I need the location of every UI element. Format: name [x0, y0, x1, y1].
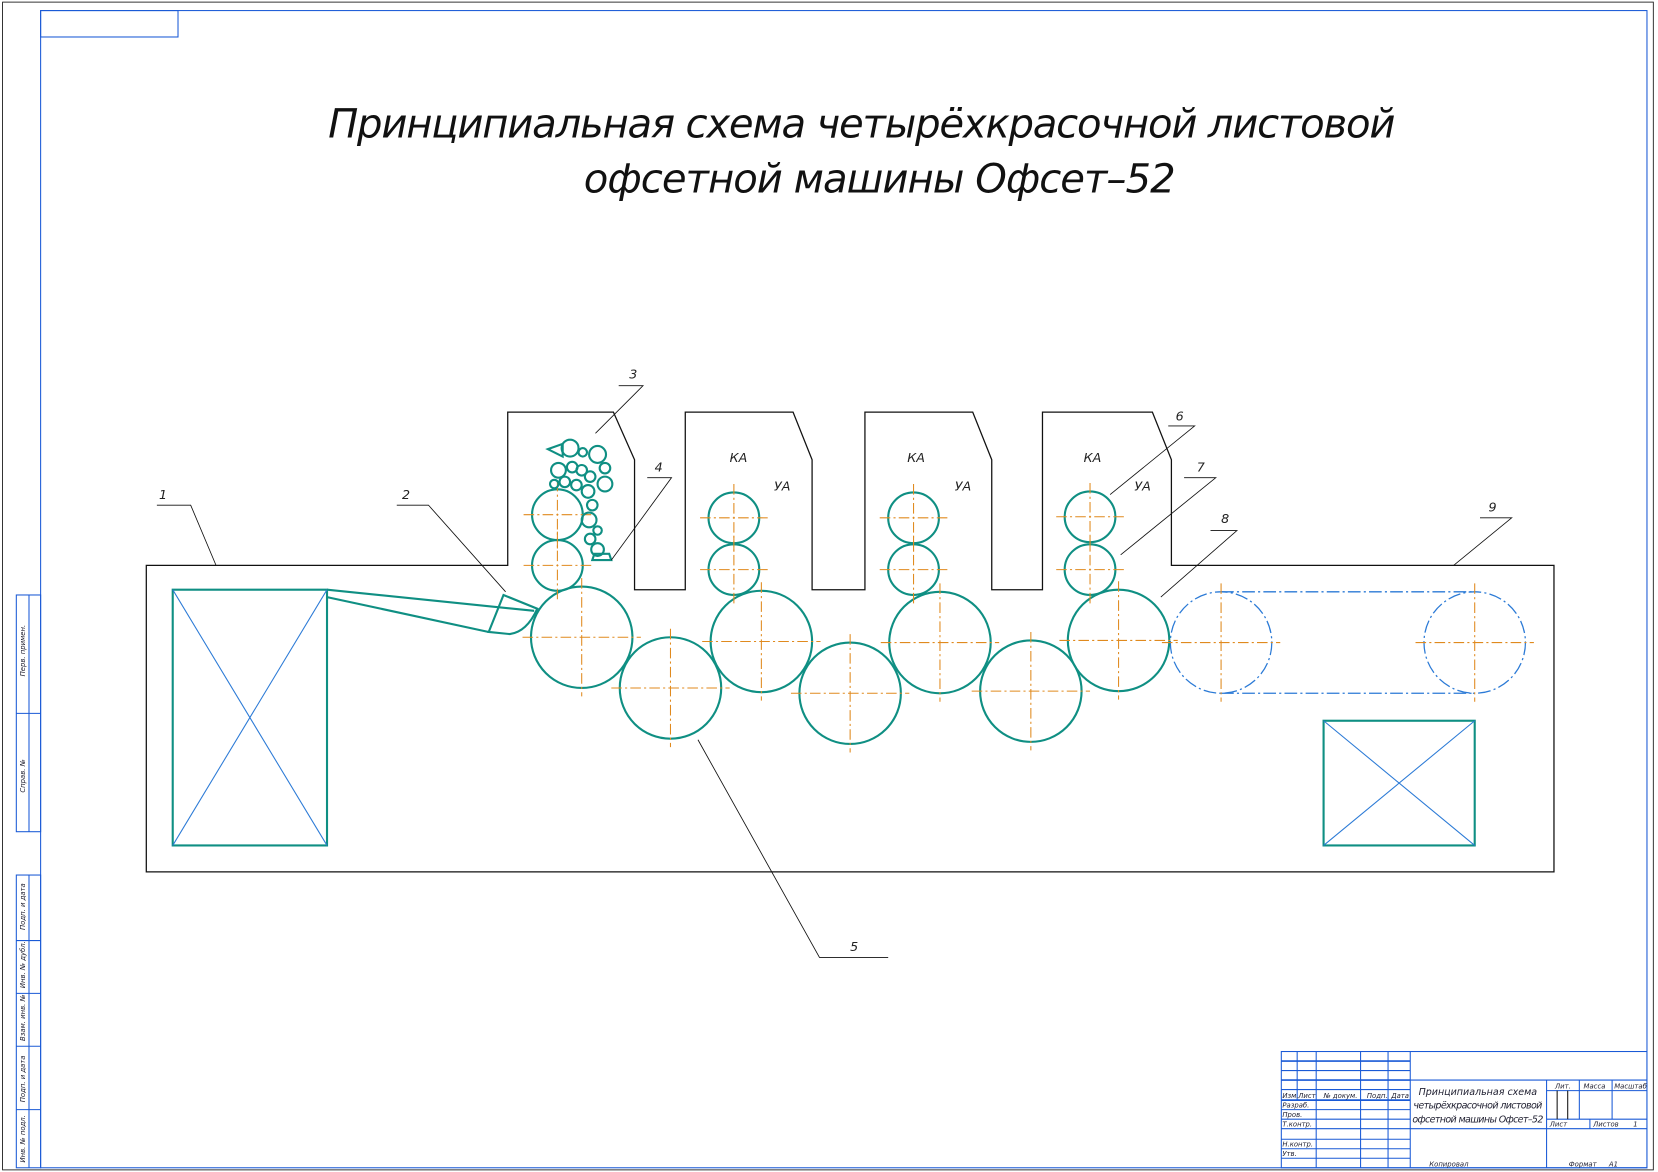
side-stamp: [15, 594, 42, 1169]
tb-header: Изм.: [1282, 1092, 1298, 1100]
callout-1: 1: [159, 487, 167, 502]
drawing-title-line1: Принципиальная схема четырёхкрасочной ли…: [328, 101, 1395, 147]
damp-label: УА: [955, 478, 971, 493]
tb-copied: Копировал: [1429, 1161, 1469, 1169]
machine-body-outline: [145, 411, 1555, 873]
stamp-label: Подп. и дата: [19, 883, 27, 930]
tb-role: Т.контр.: [1282, 1121, 1312, 1129]
ink-label: КА: [730, 450, 748, 465]
feeder-pile: [171, 588, 329, 847]
tb-name: Принципиальная схема: [1419, 1087, 1538, 1098]
tb-name: офсетной машины Офсет–52: [1412, 1114, 1543, 1125]
drawing-title-line2: офсетной машины Офсет–52: [584, 156, 1176, 202]
damp-label: УА: [1134, 478, 1150, 493]
stamp-label: Справ. №: [19, 759, 27, 792]
callout-6: 6: [1176, 409, 1184, 424]
callout-7: 7: [1197, 459, 1205, 474]
inner-frame: [40, 10, 1648, 1169]
title-block: [1280, 1050, 1648, 1169]
callout-8: 8: [1221, 511, 1229, 526]
stamp-label: Перв. примен.: [19, 625, 27, 677]
stamp-label: Инв. № дубл.: [19, 941, 27, 988]
tb-header: Лист: [1297, 1092, 1316, 1100]
tb-format-value: А1: [1608, 1161, 1618, 1169]
callout-3: 3: [629, 366, 637, 381]
stamp-label: Взам. инв. №: [19, 994, 27, 1041]
tb-sheets: Листов: [1592, 1121, 1619, 1129]
ink-label: КА: [907, 450, 925, 465]
callout-leaders: [156, 385, 1513, 958]
damp-label: УА: [774, 478, 790, 493]
callout-9: 9: [1488, 499, 1496, 514]
tb-format: Формат: [1569, 1161, 1598, 1169]
tb-role: Н.контр.: [1282, 1141, 1313, 1149]
tb-header: № докум.: [1323, 1092, 1358, 1100]
corner-box: [40, 10, 179, 38]
tb-role: Разраб.: [1282, 1102, 1309, 1110]
tb-role: Утв.: [1282, 1150, 1296, 1158]
tb-scale: Масштаб: [1614, 1083, 1647, 1091]
stamp-label: Подп. и дата: [19, 1056, 27, 1103]
callout-4: 4: [655, 459, 663, 474]
tb-name: четырёхкрасочной листовой: [1413, 1101, 1542, 1112]
tb-role: Пров.: [1282, 1111, 1302, 1119]
tb-mass: Масса: [1584, 1083, 1606, 1091]
callout-5: 5: [850, 939, 858, 954]
tb-lit: Лит.: [1554, 1083, 1571, 1091]
tb-header: Дата: [1390, 1092, 1409, 1100]
ink-label: КА: [1084, 450, 1102, 465]
tb-header: Подп.: [1367, 1092, 1388, 1100]
callout-2: 2: [402, 487, 410, 502]
tb-sheets-value: 1: [1633, 1121, 1637, 1129]
tb-sheet: Лист: [1549, 1121, 1568, 1129]
feed-board: [326, 588, 539, 636]
inking-unit: [545, 438, 614, 562]
delivery-pile: [1322, 719, 1476, 847]
stamp-label: Инв. № подл.: [19, 1115, 27, 1162]
